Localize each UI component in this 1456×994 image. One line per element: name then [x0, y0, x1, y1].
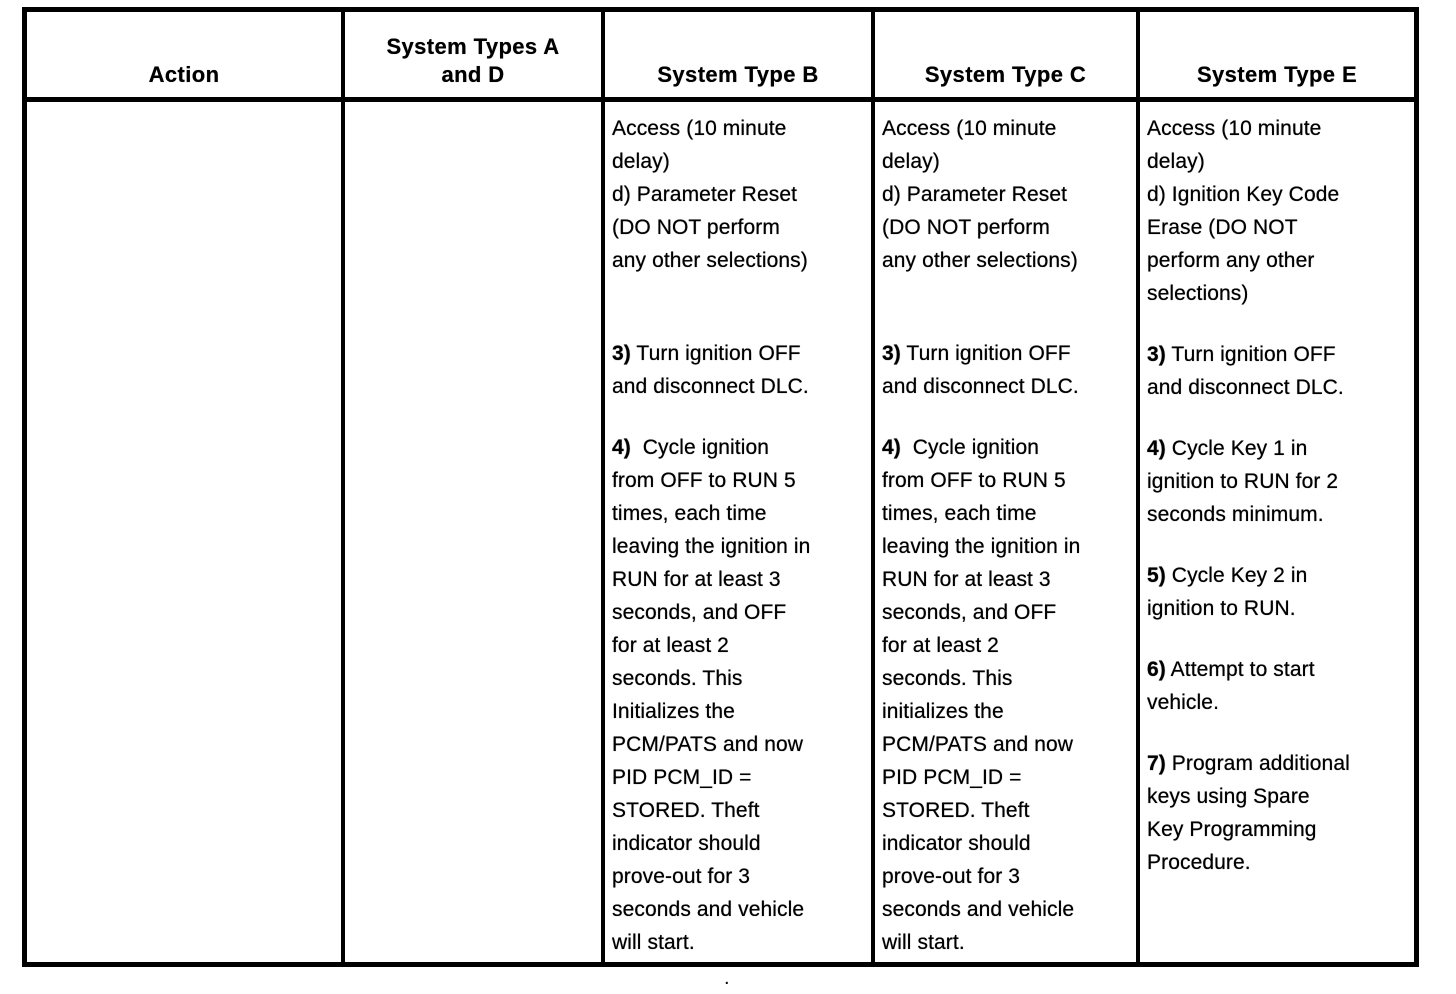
- header-system-type-b: System Type B: [605, 12, 875, 102]
- cell-action: [27, 102, 345, 962]
- procedure-step: 6) Attempt to start vehicle.: [1147, 658, 1315, 714]
- procedure-step: 4) Cycle ignition from OFF to RUN 5 time…: [612, 436, 811, 954]
- step-number: 5): [1147, 564, 1166, 587]
- header-action: Action: [27, 12, 345, 102]
- step-number: 4): [882, 436, 901, 459]
- step-number: 4): [612, 436, 631, 459]
- step-number: 3): [1147, 343, 1166, 366]
- header-system-type-e: System Type E: [1140, 12, 1414, 102]
- step-number: 3): [882, 342, 901, 365]
- cell-system-types-a-d: [345, 102, 605, 962]
- procedure-step: 3) Turn ignition OFF and disconnect DLC.: [1147, 343, 1344, 399]
- scan-artifact-dot: .: [724, 967, 730, 989]
- step-number: 6): [1147, 658, 1166, 681]
- step-number: 7): [1147, 752, 1166, 775]
- procedure-step: 4) Cycle ignition from OFF to RUN 5 time…: [882, 436, 1081, 954]
- procedure-step: 3) Turn ignition OFF and disconnect DLC.: [882, 342, 1079, 398]
- header-system-type-c: System Type C: [875, 12, 1140, 102]
- procedure-step: Access (10 minute delay) d) Parameter Re…: [882, 117, 1078, 272]
- procedure-step: 3) Turn ignition OFF and disconnect DLC.: [612, 342, 809, 398]
- step-number: 4): [1147, 437, 1166, 460]
- step-number: 3): [612, 342, 631, 365]
- cell-system-type-e: Access (10 minute delay) d) Ignition Key…: [1140, 102, 1414, 962]
- cell-system-type-b: Access (10 minute delay) d) Parameter Re…: [605, 102, 875, 962]
- procedure-step: Access (10 minute delay) d) Ignition Key…: [1147, 117, 1340, 305]
- procedure-step: 5) Cycle Key 2 in ignition to RUN.: [1147, 564, 1308, 620]
- procedure-step: 4) Cycle Key 1 in ignition to RUN for 2 …: [1147, 437, 1339, 526]
- cell-system-type-c: Access (10 minute delay) d) Parameter Re…: [875, 102, 1140, 962]
- procedure-step: 7) Program additional keys using Spare K…: [1147, 752, 1350, 874]
- procedure-step: Access (10 minute delay) d) Parameter Re…: [612, 117, 808, 272]
- header-system-types-a-d: System Types A and D: [345, 12, 605, 102]
- pats-procedure-table: Action System Types A and D System Type …: [22, 7, 1419, 967]
